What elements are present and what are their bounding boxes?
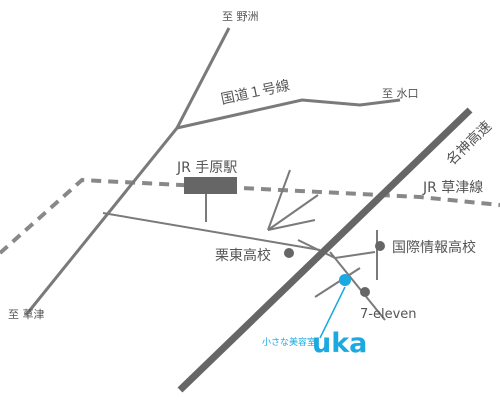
ritto-higashi-school-label: 栗東高校 [215,247,271,264]
ritto-higashi-school-marker [284,248,294,258]
to-mizuguchi-label: 至 水口 [382,87,419,100]
kusatsu-line-railway [0,177,500,255]
shop-pointer-line [319,286,346,339]
shop-name: uka [312,328,367,359]
kokusai-school-label: 国際情報高校 [392,239,476,256]
station-label: JR 手原駅 [176,160,237,176]
road-fan-north [267,169,291,231]
road-route1 [176,98,401,130]
kusatsu-line-label: JR 草津線 [422,180,483,196]
meishin-expressway [177,107,473,393]
seven-eleven-marker [360,287,370,297]
road-diagonal-south [329,251,386,321]
to-yasu-label: 至 野洲 [222,10,259,23]
road-cross-south [314,267,361,298]
shop-subtitle: 小さな美容室 [262,336,316,348]
road-fan-east [267,219,316,231]
road-station-street [102,212,321,251]
road-fan-ne [267,194,319,231]
roads [24,27,401,321]
to-kusatsu-label: 至 草津 [8,308,45,321]
shop-location-marker [339,274,351,286]
kokusai-school-marker [375,241,385,251]
station-icon [184,177,237,194]
seven-eleven-label: 7-eleven [360,307,417,322]
